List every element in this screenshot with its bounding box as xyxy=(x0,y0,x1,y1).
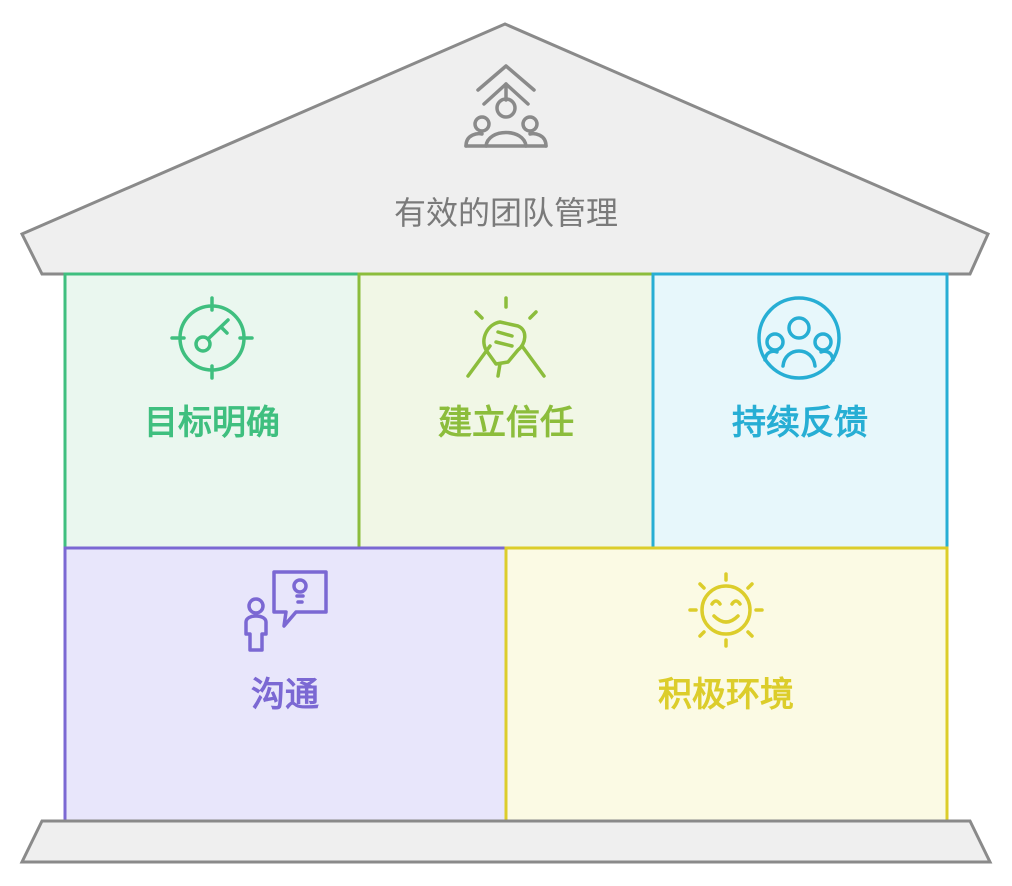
pillar-trust-box xyxy=(357,272,655,550)
pillar-environment: 积极环境 xyxy=(504,546,949,823)
pillar-goal-label: 目标明确 xyxy=(144,403,280,443)
pillar-communication: 沟通 xyxy=(63,546,508,823)
person-idea-icon xyxy=(244,570,328,652)
roof-title: 有效的团队管理 xyxy=(394,194,618,232)
roof-shape xyxy=(19,22,990,276)
house-base xyxy=(19,819,993,864)
team-growth-icon xyxy=(464,64,548,148)
pillar-environment-label: 积极环境 xyxy=(658,675,794,715)
pillar-communication-label: 沟通 xyxy=(251,675,319,715)
target-key-icon xyxy=(170,296,254,380)
pillar-goal: 目标明确 xyxy=(63,272,361,550)
pillar-feedback-label: 持续反馈 xyxy=(732,403,868,443)
pillar-feedback: 持续反馈 xyxy=(651,272,949,550)
smiling-sun-icon xyxy=(688,572,764,648)
pillar-goal-box xyxy=(63,272,361,550)
pillar-trust-label: 建立信任 xyxy=(438,403,574,443)
pillar-trust: 建立信任 xyxy=(357,272,655,550)
handshake-icon xyxy=(466,296,546,378)
group-circle-icon xyxy=(757,296,841,380)
pillar-communication-box xyxy=(63,546,508,823)
pillar-environment-box xyxy=(504,546,949,823)
roof: 有效的团队管理 xyxy=(19,22,990,276)
